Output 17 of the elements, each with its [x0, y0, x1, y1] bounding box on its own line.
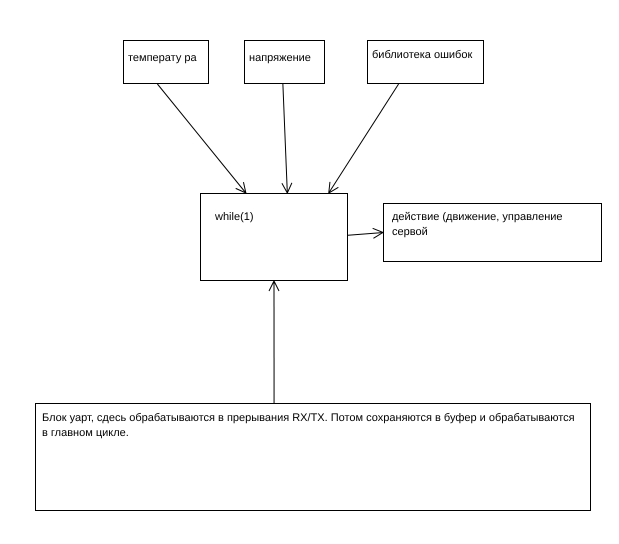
arrow [281, 84, 292, 194]
arrow [156, 84, 246, 194]
arrow [328, 84, 400, 194]
process-box [35, 403, 591, 511]
process-box [244, 40, 325, 84]
process-box [367, 40, 484, 84]
process-box [123, 40, 209, 84]
arrow [268, 280, 280, 404]
box-text: библиотека ошибок [372, 48, 474, 63]
box-text: действие (движение, управление сервой [392, 210, 564, 240]
process-box [383, 203, 602, 262]
arrow [348, 228, 384, 239]
box-text: while(1) [215, 210, 255, 225]
box-text: температу ра [128, 51, 198, 66]
process-box [200, 193, 348, 281]
box-text: Блок уарт, сдесь обрабатываются в прерывания RX/TX. Потом сохраняются в буфер и обрабатываются в главном цикле. [42, 411, 576, 441]
box-text: напряжение [249, 51, 312, 66]
